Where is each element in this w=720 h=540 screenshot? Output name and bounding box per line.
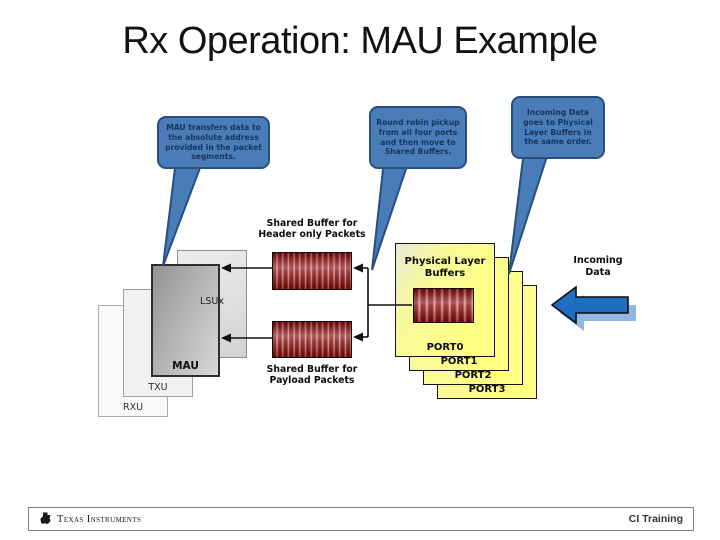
- port-box-0: Physical Layer Buffers PORT0: [395, 243, 495, 357]
- brand-name: Texas Instruments: [57, 513, 142, 525]
- unit-label-rxu: RXU: [122, 402, 144, 413]
- port-label-1: PORT1: [440, 356, 478, 367]
- callout-tail-incoming-order: [508, 149, 551, 275]
- callout-mau-transfer: MAU transfers data to the absolute addre…: [157, 116, 270, 169]
- texas-instruments-logo-icon: [40, 512, 51, 524]
- callout-incoming-order: Incoming Data goes to Physical Layer Buf…: [511, 96, 605, 159]
- slide-title: Rx Operation: MAU Example: [122, 20, 598, 62]
- course-label: CI Training: [628, 513, 683, 525]
- footer-bar: Texas Instruments CI Training: [28, 507, 694, 531]
- physical-layer-buffers-title: Physical Layer Buffers: [404, 256, 486, 279]
- shared-buffer-header-label: Shared Buffer for Header only Packets: [258, 218, 366, 241]
- unit-box-mau: MAU: [151, 264, 220, 377]
- shared-buffer-payload-label: Shared Buffer for Payload Packets: [266, 364, 358, 387]
- unit-label-lsux: LSUx: [200, 296, 224, 307]
- shared-buffer-payload-coil: [272, 321, 352, 358]
- unit-label-txu: TXU: [148, 382, 168, 393]
- callout-round-robin: Round robin pickup from all four ports a…: [369, 106, 467, 169]
- arrowhead-icon: [353, 263, 363, 273]
- port-label-2: PORT2: [454, 370, 492, 381]
- brand-block: Texas Instruments: [39, 512, 141, 526]
- shared-buffer-header-coil: [272, 252, 352, 290]
- incoming-arrow-icon: [550, 285, 629, 325]
- port0-buffer-coil: [413, 288, 474, 323]
- port-label-0: PORT0: [426, 342, 464, 353]
- incoming-data-label: Incoming Data: [573, 255, 623, 279]
- arrowhead-icon: [353, 332, 363, 342]
- unit-label-mau: MAU: [172, 360, 199, 372]
- incoming-arrow-shadow: [560, 295, 636, 331]
- port-label-3: PORT3: [468, 384, 506, 395]
